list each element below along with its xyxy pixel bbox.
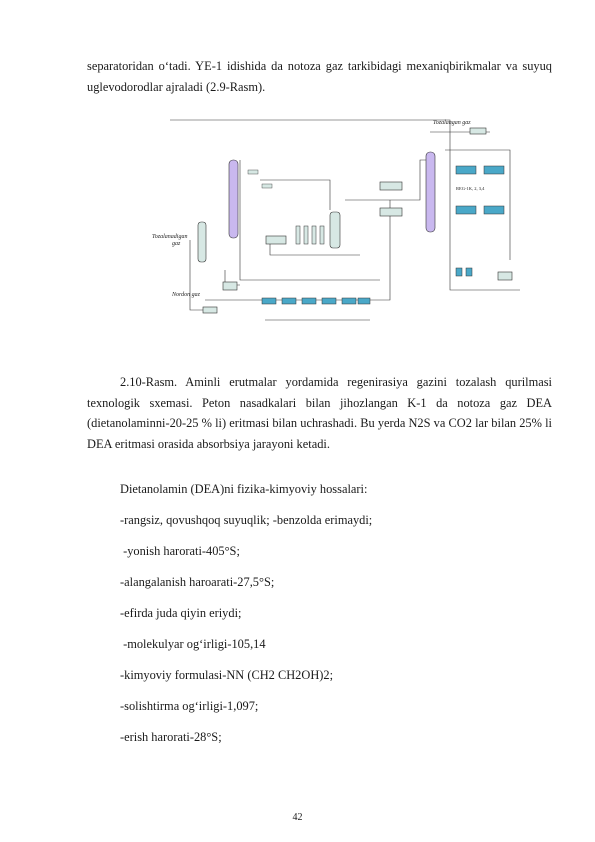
property-line: -alangalanish haroarati-27,5°S; — [120, 575, 275, 589]
figure-label-bottom: Nordon gaz — [171, 292, 201, 298]
mini-column-2 — [303, 225, 309, 245]
property-line: -solishtirma og‘irligi-1,097; — [120, 699, 259, 713]
regenerator-column — [425, 151, 436, 233]
filter-vessel — [329, 211, 341, 249]
figure-label-left-2: gaz — [172, 241, 181, 247]
pump-6 — [357, 297, 371, 305]
page-number: 42 — [292, 812, 303, 823]
cooler-4 — [483, 205, 505, 215]
property-line: -molekulyar og‘irligi-105,14 — [120, 637, 266, 651]
small-vessel-2 — [261, 183, 273, 189]
property-line: -erish harorati-28°S; — [120, 730, 222, 744]
pump-2 — [281, 297, 297, 305]
reboiler — [497, 271, 513, 281]
property-line: -efirda juda qiyin eriydi; — [120, 606, 242, 620]
figure-label-right: REG-1K, 2, 3,4 — [456, 186, 485, 192]
cooler-1 — [455, 165, 477, 175]
inlet-drum — [202, 306, 218, 314]
cooler-2 — [483, 165, 505, 175]
absorber-column — [228, 159, 239, 239]
properties-title: Dietanolamin (DEA)ni fizika-kimyoviy hos… — [120, 482, 368, 496]
heat-exchanger-2 — [379, 207, 403, 217]
intro-paragraph: separatoridan o‘tadi. YE-1 idishida da n… — [87, 59, 552, 94]
heat-exchanger-1 — [379, 181, 403, 191]
pump-5 — [341, 297, 357, 305]
property-line: -rangsiz, qovushqoq suyuqlik; -benzolda … — [120, 513, 373, 527]
pump-r2 — [465, 267, 473, 277]
flash-drum — [222, 281, 238, 291]
mini-column-3 — [311, 225, 317, 245]
figure-label-left-1: Tozalanadigan — [152, 234, 187, 240]
mini-column-1 — [295, 225, 301, 245]
property-line: -yonish harorati-405°S; — [120, 544, 240, 558]
figure-label-top: Tozalangan gaz — [433, 120, 471, 126]
pump-1 — [261, 297, 277, 305]
condenser — [469, 127, 487, 135]
heat-exchanger-3 — [265, 235, 287, 245]
property-line: -kimyoviy formulasi-NN (CH2 CH2OH)2; — [120, 668, 334, 682]
mini-column-4 — [319, 225, 325, 245]
pump-r1 — [455, 267, 463, 277]
pump-4 — [321, 297, 337, 305]
small-vessel-1 — [247, 169, 259, 175]
separator-vessel — [197, 221, 207, 263]
pump-3 — [301, 297, 317, 305]
caption-paragraph: 2.10-Rasm. Aminli erutmalar yordamida re… — [87, 375, 552, 451]
cooler-3 — [455, 205, 477, 215]
